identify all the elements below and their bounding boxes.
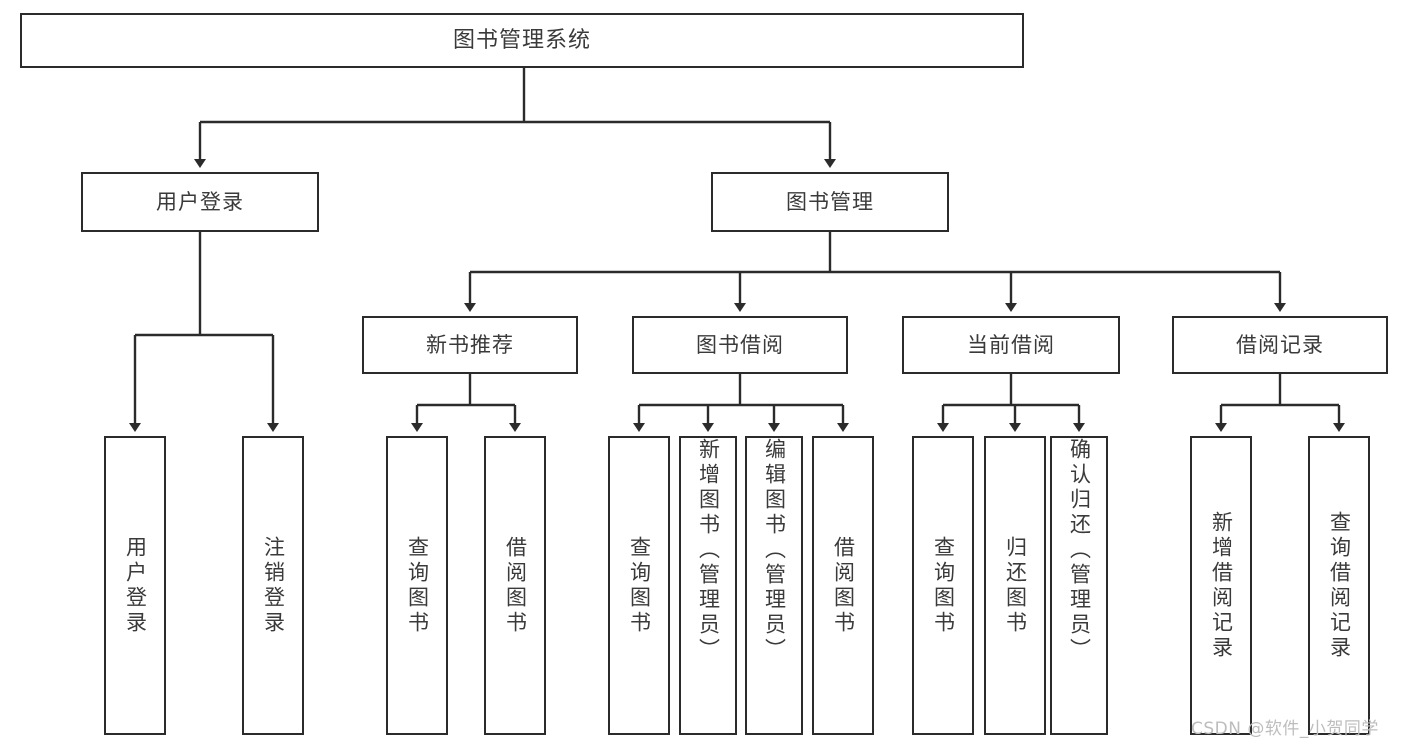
node-leaf-confirm-return-admin-label: 确认归还（管理员） (1067, 438, 1092, 663)
edge-group-book-borrow (633, 374, 849, 432)
node-leaf-add-book-admin[interactable]: 新增图书（管理员） (679, 436, 737, 735)
node-book-borrow-label: 图书借阅 (696, 332, 784, 357)
node-leaf-add-book-admin-label: 新增图书（管理员） (696, 438, 721, 663)
node-book-manage[interactable]: 图书管理 (711, 172, 949, 232)
node-leaf-add-borrow-record[interactable]: 新增借阅记录 (1190, 436, 1252, 735)
node-new-book-recommend-label: 新书推荐 (426, 332, 514, 357)
node-borrow-record[interactable]: 借阅记录 (1172, 316, 1388, 374)
node-leaf-query-book-3[interactable]: 查询图书 (912, 436, 974, 735)
node-leaf-borrow-book-2[interactable]: 借阅图书 (812, 436, 874, 735)
node-leaf-borrow-book-2-label: 借阅图书 (831, 535, 856, 636)
node-user-login[interactable]: 用户登录 (81, 172, 319, 232)
node-current-borrow[interactable]: 当前借阅 (902, 316, 1120, 374)
node-leaf-user-login-label: 用户登录 (123, 535, 148, 636)
node-leaf-borrow-book-1-label: 借阅图书 (503, 535, 528, 636)
node-borrow-record-label: 借阅记录 (1236, 332, 1324, 357)
node-root-system-label: 图书管理系统 (452, 27, 591, 53)
edge-group-new-book-rec (411, 374, 521, 432)
node-leaf-add-borrow-record-label: 新增借阅记录 (1209, 510, 1234, 661)
node-leaf-user-login[interactable]: 用户登录 (104, 436, 166, 735)
node-leaf-logout-login-label: 注销登录 (261, 535, 286, 636)
node-leaf-return-book[interactable]: 归还图书 (984, 436, 1046, 735)
node-new-book-recommend[interactable]: 新书推荐 (362, 316, 578, 374)
node-leaf-query-book-2[interactable]: 查询图书 (608, 436, 670, 735)
node-book-borrow[interactable]: 图书借阅 (632, 316, 848, 374)
node-leaf-query-book-1[interactable]: 查询图书 (386, 436, 448, 735)
node-leaf-logout-login[interactable]: 注销登录 (242, 436, 304, 735)
node-leaf-query-book-3-label: 查询图书 (931, 535, 956, 636)
csdn-watermark: CSDN @软件_小贺同学 (1191, 719, 1379, 739)
node-leaf-edit-book-admin-label: 编辑图书（管理员） (762, 438, 787, 663)
edge-group-borrow-record (1215, 374, 1345, 432)
edge-group-root (194, 68, 836, 168)
node-leaf-query-book-1-label: 查询图书 (405, 535, 430, 636)
edge-group-user-login (129, 232, 279, 432)
node-leaf-edit-book-admin[interactable]: 编辑图书（管理员） (745, 436, 803, 735)
node-root-system[interactable]: 图书管理系统 (20, 13, 1024, 68)
node-user-login-label: 用户登录 (156, 189, 244, 214)
node-leaf-confirm-return-admin[interactable]: 确认归还（管理员） (1050, 436, 1108, 735)
node-leaf-query-borrow-record-label: 查询借阅记录 (1327, 510, 1352, 661)
node-current-borrow-label: 当前借阅 (967, 332, 1055, 357)
node-leaf-query-borrow-record[interactable]: 查询借阅记录 (1308, 436, 1370, 735)
node-book-manage-label: 图书管理 (786, 189, 874, 214)
node-leaf-borrow-book-1[interactable]: 借阅图书 (484, 436, 546, 735)
edge-group-current-borrow (937, 374, 1085, 432)
node-leaf-query-book-2-label: 查询图书 (627, 535, 652, 636)
node-leaf-return-book-label: 归还图书 (1003, 535, 1028, 636)
edge-group-book-manage (464, 232, 1286, 312)
